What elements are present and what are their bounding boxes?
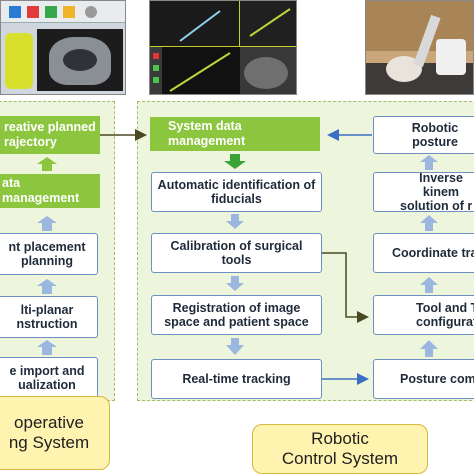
right-step-box: Robotic posture [373,116,474,154]
mid-step-box: Real-time tracking [151,359,322,399]
mid-step-line1: Real-time tracking [182,372,291,386]
up-arrow-green [37,157,57,171]
right-step-box: Coordinate tra [373,233,474,273]
left-step-line1: nt placement [8,240,86,254]
left-step-box: nt placement planning [0,233,98,275]
right-step-line1: Coordinate tra [392,246,474,260]
status-light [153,77,159,83]
mid-step-line1: Calibration of surgical [170,239,303,253]
preoperative-title-line1: operative [14,413,84,432]
left-step-line2: planning [20,254,74,268]
right-step-line1: Posture com [400,372,474,386]
up-arrow [37,216,57,231]
system-data-management-box: System data management [150,117,320,151]
trajectory-lines [169,8,291,92]
right-step-line2: configurat [416,315,474,329]
right-step-line1: Tool and T [416,301,474,315]
status-light [153,53,159,59]
right-step-box: Tool and T configurat [373,295,474,335]
toolbar-icon [45,6,57,18]
left-step-box: lti-planar nstruction [0,296,98,338]
navigation-software-screenshot [149,0,297,95]
right-step-line1: Inverse kinem [419,171,463,199]
left-step-line2: ualization [18,378,76,392]
mid-step-box: Automatic identification of fiducials [151,172,322,212]
left-step-line1: lti-planar [20,303,74,317]
left-step-box: e import and ualization [0,357,98,399]
planning-software-screenshot [0,0,126,95]
view-quadrant [150,1,240,47]
mid-step-line2: fiducials [211,192,262,206]
right-step-box: Inverse kinem solution of r [373,171,474,213]
toolbar-icon [85,6,97,18]
right-step-box: Posture com [373,359,474,399]
left-data-management-label: ata management [2,176,80,205]
robotic-title-line1: Robotic [311,429,369,448]
right-step-line2: solution of r [400,199,473,213]
left-step-line2: nstruction [16,317,78,331]
mid-step-line1: Automatic identification of [157,178,316,192]
toolbar-icon [27,6,39,18]
skull-scan-dark [63,49,97,71]
connector-arrow [322,252,369,323]
up-arrow [420,215,438,231]
planned-trajectory-line2: rajectory [4,135,57,149]
mid-step-line2: tools [221,253,252,267]
status-light [153,65,159,71]
planned-trajectory-line1: reative planned [4,120,96,134]
toolbar-icon [9,6,21,18]
robotic-title-line2: Control System [281,449,399,468]
up-arrow [420,155,438,170]
up-arrow [420,277,438,293]
mid-step-line1: Registration of image [172,301,301,315]
down-arrow-green [224,154,246,169]
down-arrow [226,276,244,291]
planned-trajectory-box: reative planned rajectory [0,116,100,154]
toolbar-icon [63,6,75,18]
down-arrow [226,338,244,355]
left-step-line1: e import and [9,364,85,378]
system-data-management-label: System data management [168,119,246,148]
mid-step-line2: space and patient space [164,315,309,329]
robot-base [436,39,466,75]
right-step-line1: Robotic posture [411,121,459,149]
mid-step-box: Calibration of surgical tools [151,233,322,273]
yellow-3d-model [5,33,33,89]
down-arrow [226,214,244,229]
left-data-management-box: ata management [0,174,100,208]
preoperative-title-line2: ng System [8,433,90,452]
robotic-system-title: Robotic Control System [252,424,428,474]
mid-step-box: Registration of image space and patient … [151,295,322,335]
preoperative-system-title: operative ng System [0,396,110,470]
up-arrow [37,340,57,355]
up-arrow [37,279,57,294]
up-arrow [420,340,438,357]
